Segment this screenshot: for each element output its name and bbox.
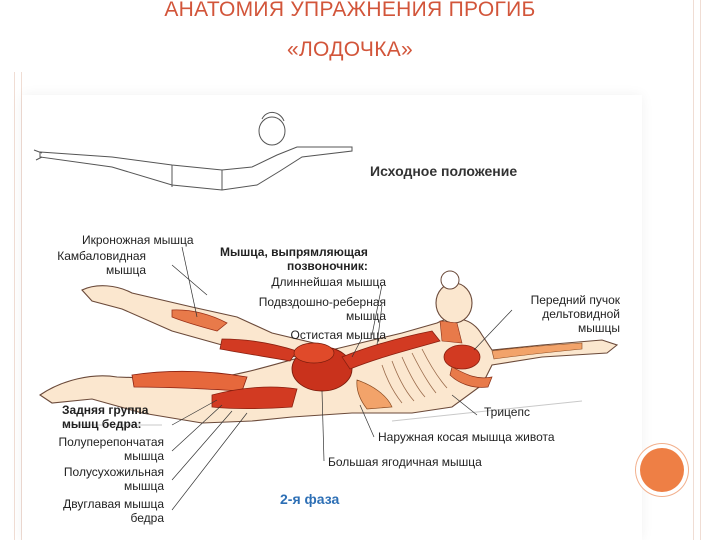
triceps-muscle [449, 366, 493, 388]
title-line-2: «ЛОДОЧКА» [286, 38, 414, 61]
rib-cage [381, 348, 448, 404]
label-gluteus-maximus: Большая ягодичная мышца [328, 455, 482, 469]
thigh-muscle [211, 386, 298, 409]
gluteus-medius [293, 342, 335, 364]
neck-muscle [439, 320, 463, 344]
anatomy-illustration-panel: Исходное положение Икроножная мышца Камб… [22, 95, 642, 540]
oblique-muscle [356, 379, 393, 410]
phase-label: 2-я фаза [280, 491, 340, 507]
start-position-figure [33, 112, 353, 191]
label-calf: Икроножная мышца [82, 233, 194, 247]
title-line-1: АНАТОМИЯ УПРАЖНЕНИЯ ПРОГИБ [164, 0, 536, 21]
leader-lines [171, 246, 513, 511]
label-spinalis: Остистая мышца [290, 328, 386, 342]
decorative-circle [640, 448, 684, 492]
start-position-heading: Исходное положение [370, 163, 518, 179]
erector-spinae [341, 330, 441, 370]
phase2-figure [39, 270, 619, 426]
label-longissimus: Длиннейшая мышца [271, 275, 386, 289]
calf-muscle [171, 309, 228, 332]
hamstring-muscle [219, 338, 298, 362]
label-erector: Мышца, выпрямляющая позвоночник: [220, 245, 368, 273]
deltoid-muscle [443, 344, 481, 370]
slide-frame-right [693, 0, 701, 540]
label-triceps: Трицепс [484, 405, 530, 419]
label-external-oblique: Наружная косая мышца живота [378, 430, 555, 444]
slide-title: АНАТОМИЯ УПРАЖНЕНИЯ ПРОГИБ «ЛОДОЧКА» [60, 0, 640, 70]
head [435, 282, 473, 324]
anatomy-artwork [33, 112, 619, 511]
forearm-muscle [491, 342, 583, 360]
slide-frame-left [14, 72, 22, 540]
hair-bun [440, 270, 460, 290]
